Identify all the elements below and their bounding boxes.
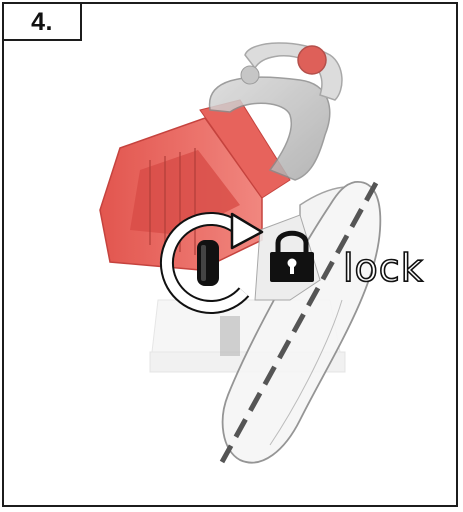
lock-label: lock <box>343 246 424 290</box>
locking-knob-icon <box>197 240 219 286</box>
